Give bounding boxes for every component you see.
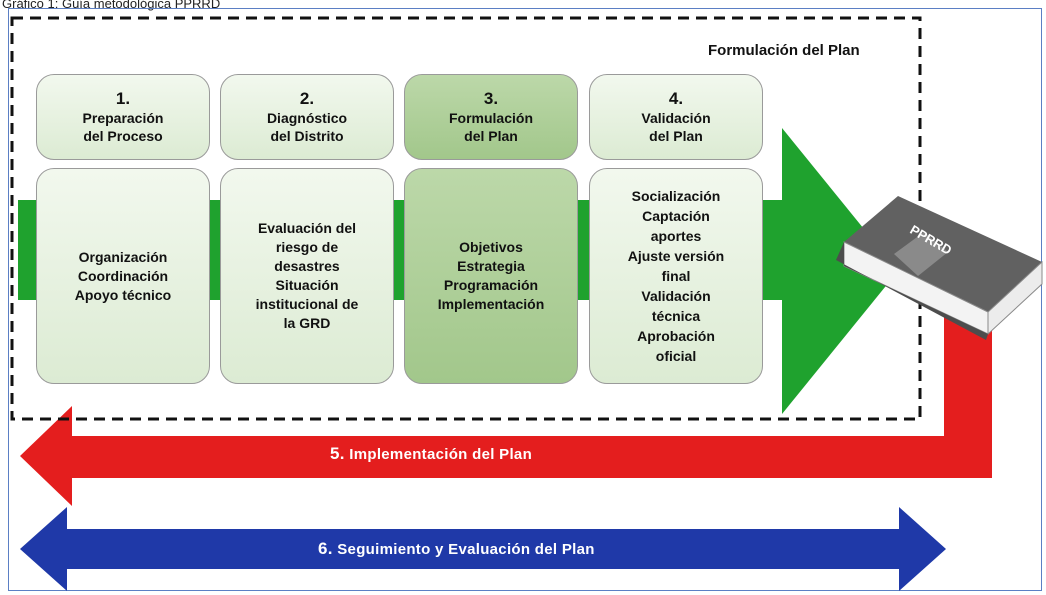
step-4-title-line: del Plan [649, 128, 703, 144]
step-3-title-line: Formulación [448, 110, 533, 126]
step-2-title-line: Diagnóstico [266, 110, 348, 126]
step-3-header: 3. Formulación del Plan [404, 74, 578, 160]
figure-caption: Gráfico 1: Guía metodológica PPRRD [2, 0, 221, 11]
step-2-item: la GRD [283, 315, 331, 331]
step-4-item: final [661, 268, 691, 284]
monitoring-number: 6. [318, 539, 333, 558]
step-1-item: Coordinación [77, 267, 169, 284]
monitoring-arrow [20, 507, 946, 591]
step-4-item: oficial [655, 348, 697, 364]
step-2-item: Evaluación del [257, 220, 357, 236]
step-3-item: Implementación [437, 296, 545, 312]
step-4-body: Socialización Captación aportes Ajuste v… [589, 168, 763, 384]
step-4-item: técnica [651, 308, 701, 324]
step-1-item: Organización [78, 248, 168, 265]
step-4-item: Ajuste versión [627, 248, 725, 264]
step-2-item: riesgo de [275, 239, 339, 255]
step-4-item: Validación [641, 288, 711, 304]
step-4-number: 4. [668, 89, 684, 108]
step-2-header: 2. Diagnóstico del Distrito [220, 74, 394, 160]
step-4-header: 4. Validación del Plan [589, 74, 763, 160]
process-arrow-head [782, 128, 898, 414]
monitoring-label: 6. Seguimiento y Evaluación del Plan [318, 539, 595, 559]
step-4-item: Socialización [631, 188, 721, 204]
step-4-item: Captación [642, 208, 710, 224]
step-1-number: 1. [115, 89, 131, 108]
implementation-arrow [20, 268, 992, 506]
step-1-item: Apoyo técnico [74, 286, 172, 303]
container-title: Formulación del Plan [708, 42, 860, 59]
step-2-body: Evaluación del riesgo de desastres Situa… [220, 168, 394, 384]
implementation-number: 5. [330, 444, 345, 463]
monitoring-text: Seguimiento y Evaluación del Plan [337, 541, 595, 558]
step-4-item: aportes [650, 228, 702, 244]
step-3-item: Objetivos [459, 239, 523, 255]
step-1-title-line: del Proceso [83, 128, 163, 144]
step-2-item: Situación [275, 277, 339, 293]
step-3-title-line: del Plan [464, 128, 518, 144]
step-2-number: 2. [299, 89, 315, 108]
step-4-title-line: Validación [641, 110, 711, 126]
step-3-item: Programación [443, 277, 539, 293]
step-2-item: institucional de [255, 296, 359, 312]
step-3-item: Estrategia [457, 258, 525, 274]
step-3-number: 3. [483, 89, 499, 108]
step-2-title-line: del Distrito [270, 128, 344, 144]
figure-frame [8, 8, 1042, 591]
step-3-body: Objetivos Estrategia Programación Implem… [404, 168, 578, 384]
implementation-text: Implementación del Plan [349, 446, 533, 463]
step-1-header: 1. Preparación del Proceso [36, 74, 210, 160]
implementation-label: 5. Implementación del Plan [330, 444, 532, 464]
step-1-title-line: Preparación [82, 110, 164, 126]
step-1-body: Organización Coordinación Apoyo técnico [36, 168, 210, 384]
book-icon [836, 196, 1043, 340]
step-2-item: desastres [274, 258, 340, 274]
step-4-item: Aprobación [637, 328, 715, 344]
